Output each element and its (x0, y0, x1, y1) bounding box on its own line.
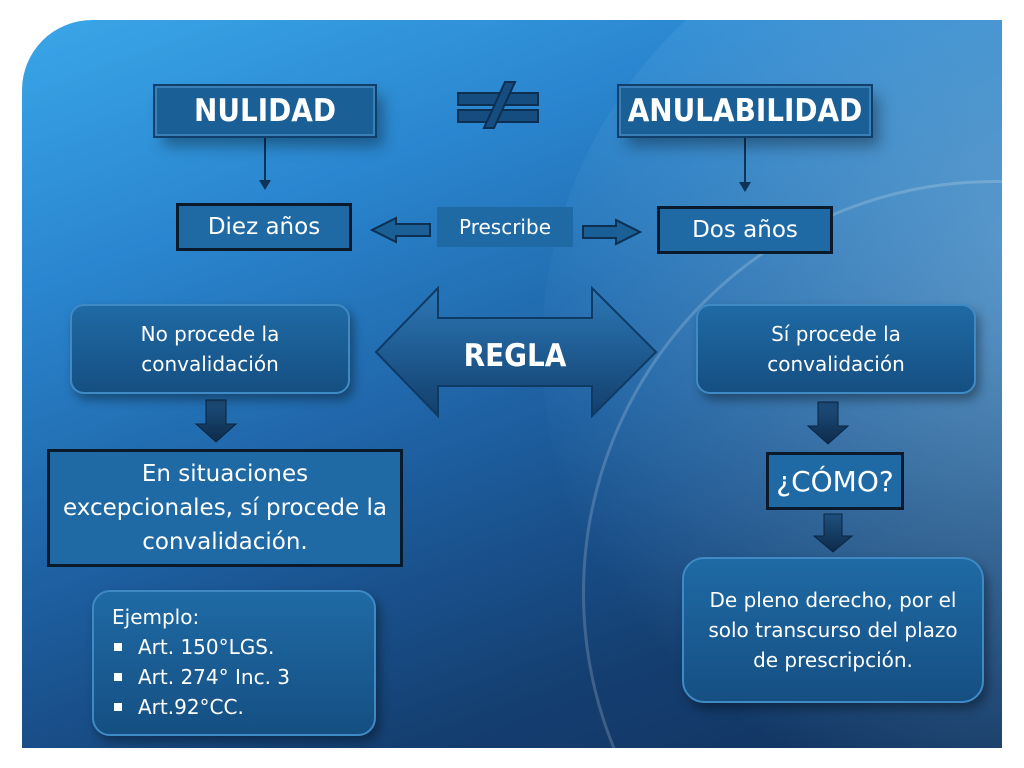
ejemplo-list: Art. 150°LGS. Art. 274° Inc. 3 Art.92°CC… (112, 632, 356, 722)
box-de-pleno: De pleno derecho, por el solo transcurso… (682, 557, 984, 703)
down-arrow-right-icon (806, 401, 850, 445)
prescribe-badge: Prescribe (437, 207, 573, 247)
box-excepcional: En situaciones excepcionales, sí procede… (47, 449, 403, 567)
box-ejemplo: Ejemplo: Art. 150°LGS. Art. 274° Inc. 3 … (92, 590, 376, 736)
title-nulidad-label: NULIDAD (193, 93, 337, 129)
bullet-icon (114, 673, 122, 681)
connector-nulidad (259, 138, 271, 190)
down-arrow-left-icon (194, 399, 238, 443)
down-arrow-como-icon (812, 513, 854, 553)
box-dos-anos: Dos años (657, 206, 833, 254)
not-equal-icon (457, 81, 539, 129)
title-nulidad: NULIDAD (155, 86, 375, 136)
box-diez-anos: Diez años (176, 203, 352, 251)
prescribe-label: Prescribe (459, 215, 551, 239)
dos-anos-label: Dos años (692, 217, 798, 243)
box-como: ¿CÓMO? (766, 452, 904, 510)
box-si-procede: Sí procede la convalidación (696, 304, 976, 394)
list-item: Art. 274° Inc. 3 (112, 662, 356, 692)
si-procede-label: Sí procede la convalidación (767, 322, 905, 376)
ejemplo-item-1: Art. 150°LGS. (138, 635, 275, 659)
excepcional-label: En situaciones excepcionales, sí procede… (63, 461, 387, 555)
no-procede-label: No procede la convalidación (140, 322, 280, 376)
de-pleno-label: De pleno derecho, por el solo transcurso… (708, 588, 958, 672)
diez-anos-label: Diez años (207, 214, 321, 240)
ejemplo-title: Ejemplo: (112, 605, 200, 629)
box-no-procede: No procede la convalidación (70, 304, 350, 394)
double-arrow-icon (374, 285, 658, 419)
title-anulabilidad-label: ANULABILIDAD (627, 93, 863, 129)
title-anulabilidad: ANULABILIDAD (619, 86, 871, 136)
regla-label: REGLA (430, 334, 600, 378)
regla-text: REGLA (463, 338, 567, 374)
como-label: ¿CÓMO? (776, 464, 894, 498)
list-item: Art. 150°LGS. (112, 632, 356, 662)
ejemplo-item-3: Art.92°CC. (138, 695, 244, 719)
list-item: Art.92°CC. (112, 692, 356, 722)
bullet-icon (114, 703, 122, 711)
arrow-left-icon (369, 216, 431, 244)
arrow-right-icon (582, 218, 643, 246)
connector-anulabilidad (739, 138, 751, 192)
bullet-icon (114, 643, 122, 651)
ejemplo-item-2: Art. 274° Inc. 3 (138, 665, 291, 689)
